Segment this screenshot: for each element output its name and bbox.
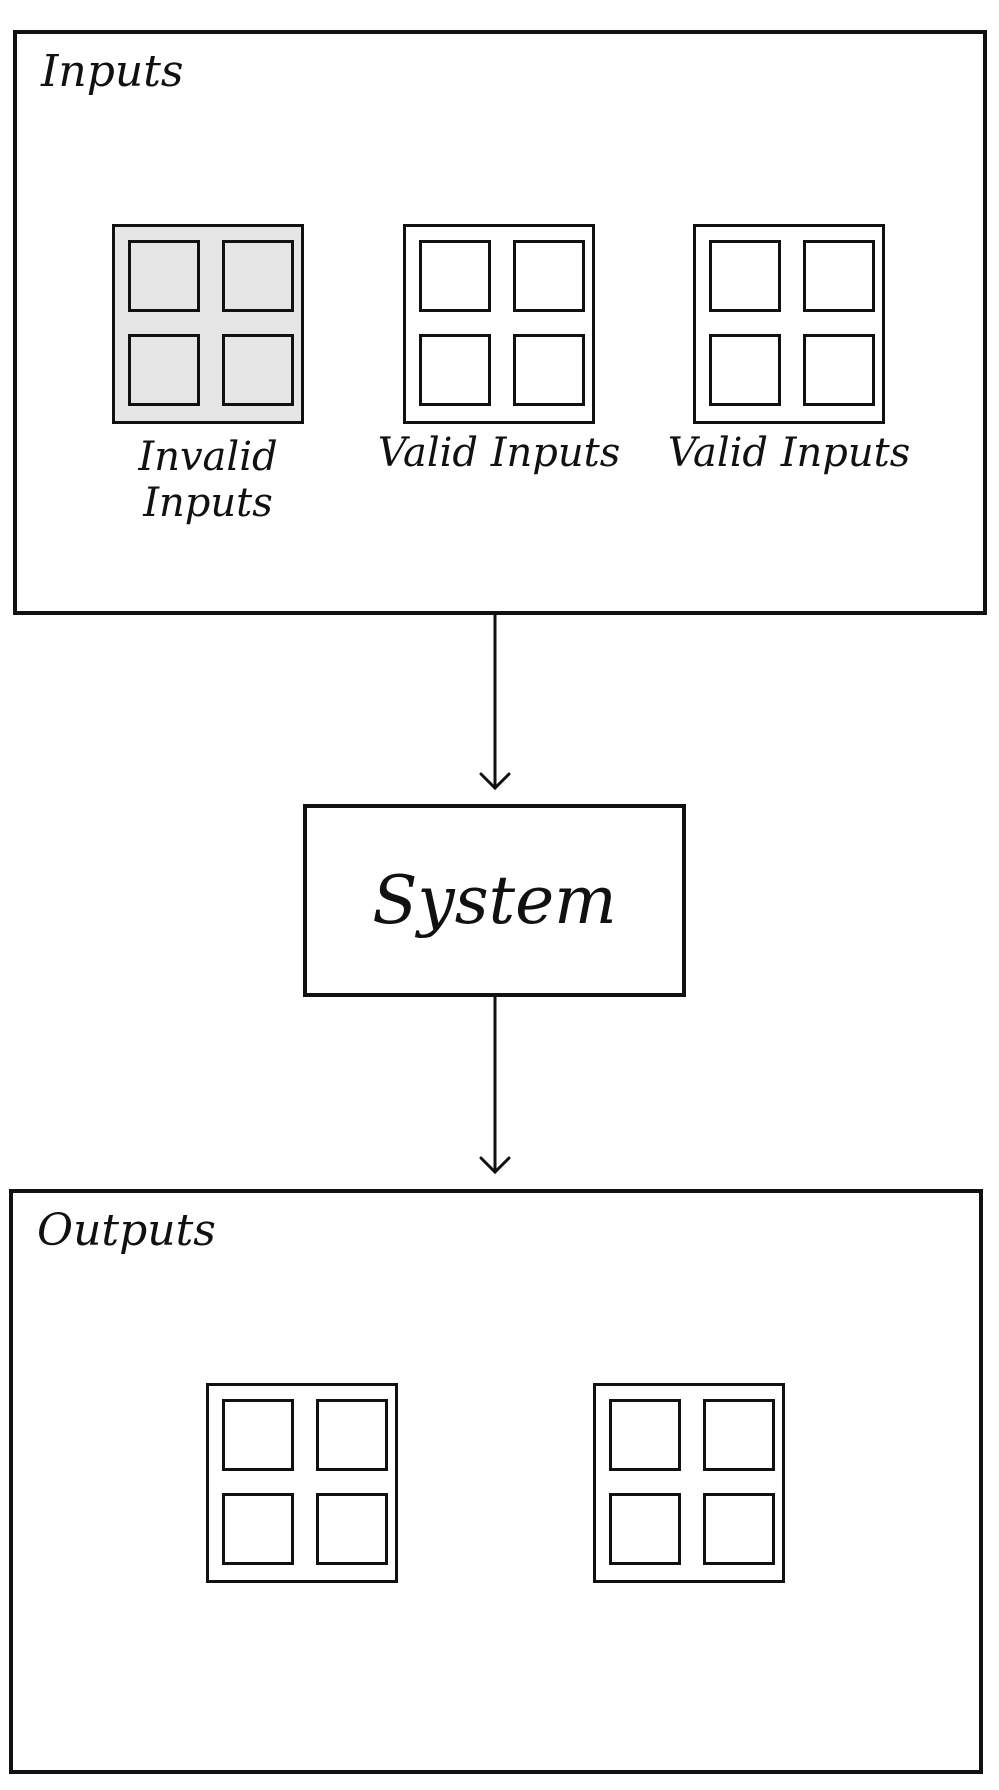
- grid-cell: [709, 240, 781, 312]
- valid-inputs-grid-2: [693, 224, 885, 424]
- output-grid-2: [593, 1383, 785, 1583]
- valid-inputs-label-2: Valid Inputs: [667, 430, 911, 476]
- grid-cell: [419, 240, 491, 312]
- grid-cell: [222, 1399, 294, 1471]
- system-label: System: [372, 862, 617, 939]
- grid-cell: [128, 334, 200, 406]
- grid-cell: [316, 1399, 388, 1471]
- grid-cell: [128, 240, 200, 312]
- inputs-title: Inputs: [41, 46, 184, 97]
- grid-cell: [803, 334, 875, 406]
- grid-cell: [609, 1493, 681, 1565]
- grid-cell: [222, 1493, 294, 1565]
- system-box: System: [303, 804, 686, 997]
- grid-cell: [513, 334, 585, 406]
- output-grid-1: [206, 1383, 398, 1583]
- valid-inputs-label-1: Valid Inputs: [377, 430, 621, 476]
- grid-cell: [222, 334, 294, 406]
- grid-cell: [513, 240, 585, 312]
- grid-cell: [703, 1399, 775, 1471]
- grid-cell: [222, 240, 294, 312]
- outputs-panel: Outputs: [9, 1189, 983, 1774]
- arrowhead-down-icon: [479, 772, 511, 791]
- grid-cell: [703, 1493, 775, 1565]
- grid-cell: [709, 334, 781, 406]
- outputs-title: Outputs: [37, 1205, 216, 1256]
- invalid-inputs-label: Invalid Inputs: [138, 434, 278, 526]
- grid-cell: [419, 334, 491, 406]
- grid-cell: [316, 1493, 388, 1565]
- invalid-inputs-grid: [112, 224, 304, 424]
- arrowhead-down-icon: [479, 1156, 511, 1175]
- inputs-panel: Inputs Invalid Inputs Valid Inputs Valid…: [13, 30, 987, 615]
- grid-cell: [609, 1399, 681, 1471]
- grid-cell: [803, 240, 875, 312]
- valid-inputs-grid-1: [403, 224, 595, 424]
